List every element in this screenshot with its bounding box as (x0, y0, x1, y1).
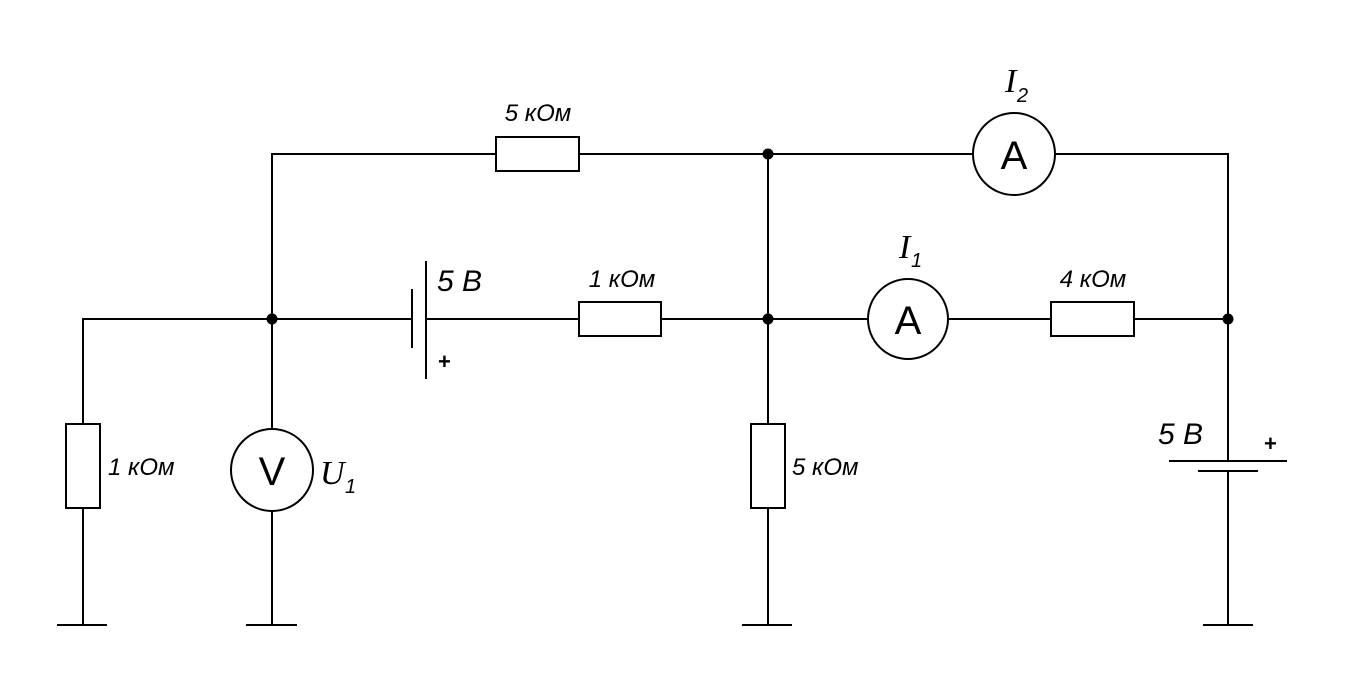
junction-dot (762, 313, 774, 325)
voltmeter-symbol: U (320, 455, 347, 492)
junction-dots (266, 148, 1234, 325)
junction-dot (1222, 313, 1234, 325)
ammeter-2-subscript: 2 (1016, 85, 1028, 107)
junction-dot (266, 313, 278, 325)
resistor-center-vertical-label: 5 кОм (792, 454, 858, 481)
resistor-center-vertical (750, 423, 786, 509)
ammeter-2-symbol: I (1004, 63, 1018, 100)
voltmeter: V (230, 428, 314, 512)
battery-vertical-label: 5 В (1158, 418, 1203, 451)
ammeter-2-glyph: A (1001, 134, 1028, 178)
battery-horizontal-label: 5 В (437, 265, 482, 298)
resistor-left-vertical (65, 423, 101, 509)
resistor-right (1050, 301, 1135, 337)
resistor-top (495, 136, 580, 172)
ammeter-1-symbol: I (898, 229, 912, 266)
resistor-middle-label: 1 кОм (589, 266, 655, 293)
battery-horizontal (411, 261, 427, 379)
junction-dot (762, 148, 774, 160)
battery-horizontal-plus: + (438, 349, 451, 374)
resistor-middle (578, 301, 662, 337)
battery-vertical-plus: + (1264, 431, 1277, 456)
resistor-top-label: 5 кОм (505, 100, 571, 127)
voltmeter-glyph: V (259, 450, 286, 494)
ammeter-2: A (972, 112, 1056, 196)
resistor-right-label: 4 кОм (1060, 266, 1126, 293)
ammeter-1: A (867, 278, 949, 360)
battery-vertical (1169, 460, 1287, 472)
ammeter-1-subscript: 1 (911, 250, 922, 272)
ammeter-1-glyph: A (895, 299, 922, 343)
resistor-left-vertical-label: 1 кОм (108, 454, 174, 481)
voltmeter-subscript: 1 (345, 476, 356, 498)
wires (82, 153, 1229, 626)
